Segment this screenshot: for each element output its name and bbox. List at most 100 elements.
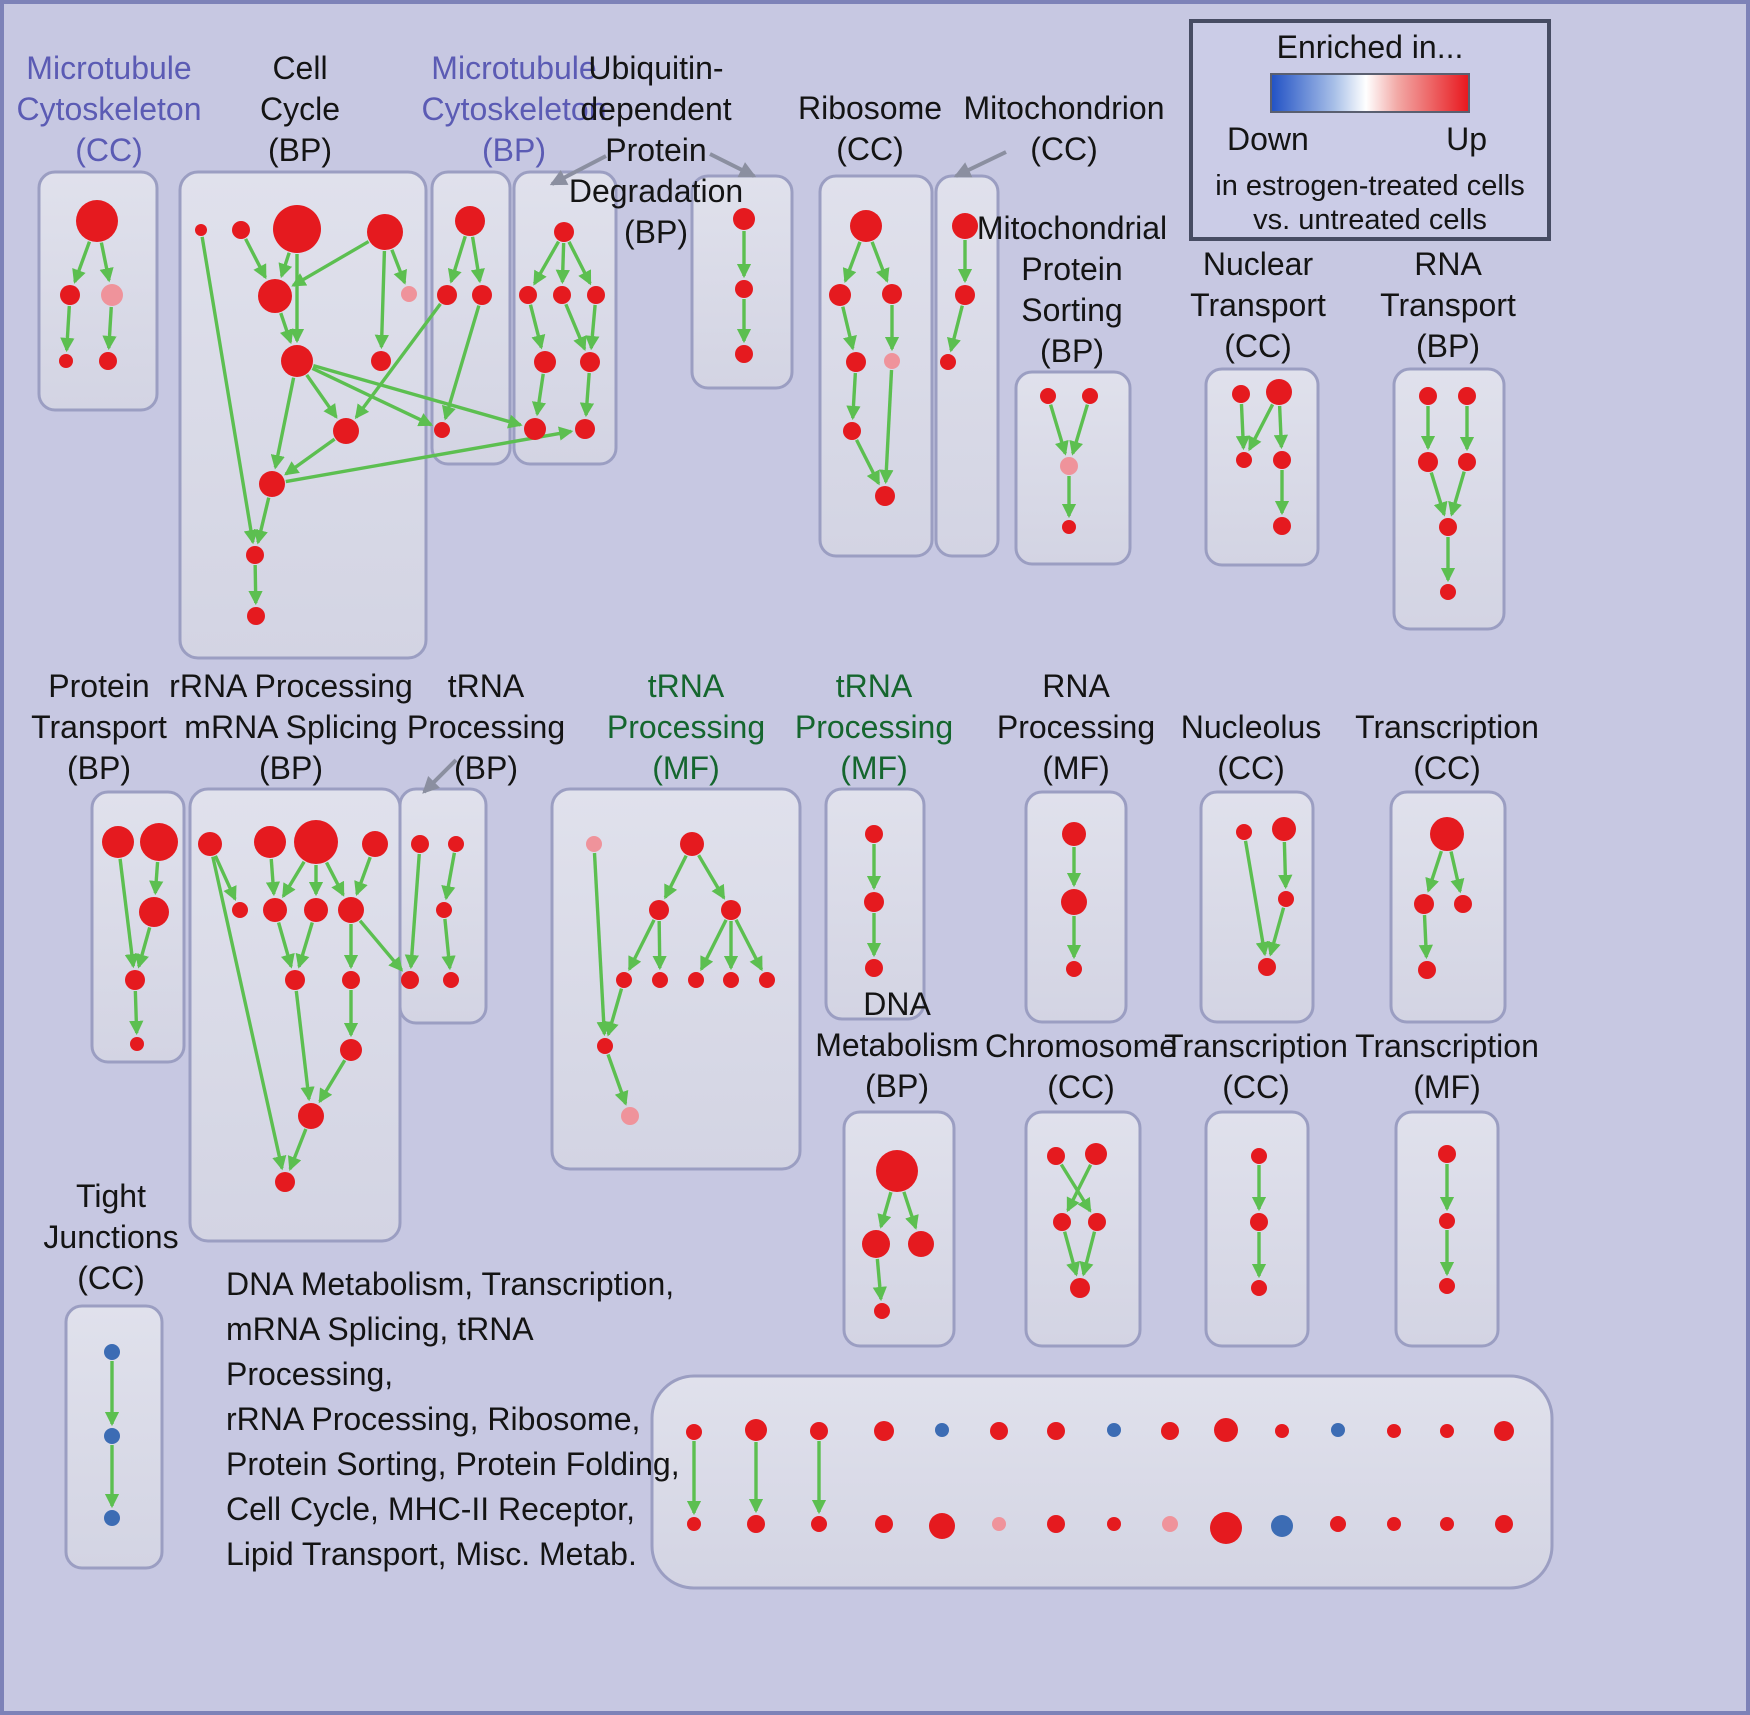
edge-arrow	[585, 304, 600, 351]
edge-arrow	[358, 919, 404, 972]
edge-arrow	[248, 564, 263, 606]
go-term-node	[273, 205, 321, 253]
go-term-node	[472, 285, 492, 305]
edge-arrow	[149, 861, 164, 896]
go-term-node	[1060, 457, 1078, 475]
cluster-label-cell-cycle: Cell Cycle (BP)	[259, 50, 340, 168]
edge-arrow	[294, 990, 315, 1102]
cluster-label-dna-metabolism: DNA Metabolism (BP)	[815, 986, 979, 1104]
edge-arrow	[374, 250, 389, 350]
edge-arrow	[270, 377, 296, 470]
edge-arrow	[253, 497, 271, 545]
edge-arrow	[841, 306, 857, 351]
edge-arrow	[265, 858, 281, 897]
cluster-label-rna-transport: RNA Transport (BP)	[1380, 246, 1516, 364]
go-term-node	[401, 286, 417, 302]
go-term-node	[1273, 517, 1291, 535]
mixed-terms-list: DNA Metabolism, Transcription, mRNA Spli…	[226, 1266, 680, 1572]
legend-subtitle-line1: in estrogen-treated cells	[1215, 170, 1525, 202]
edge-arrow	[442, 305, 481, 421]
go-term-node	[1047, 1422, 1065, 1440]
go-term-node	[940, 354, 956, 370]
go-term-node	[1236, 452, 1252, 468]
go-term-node	[1440, 584, 1456, 600]
go-term-node	[519, 286, 537, 304]
go-term-node	[247, 607, 265, 625]
go-term-node	[1161, 1422, 1179, 1440]
go-term-node	[554, 222, 574, 242]
go-term-node	[1085, 1143, 1107, 1165]
cluster-label-chromosome: Chromosome (CC)	[984, 1028, 1178, 1105]
go-term-node	[76, 200, 118, 242]
edge-arrow	[287, 1128, 308, 1171]
go-term-node	[436, 902, 452, 918]
edge-arrow	[1448, 471, 1466, 517]
go-term-node	[1251, 1280, 1267, 1296]
edge-arrow	[842, 241, 862, 283]
edge-arrow	[281, 860, 306, 899]
go-term-node	[850, 210, 882, 242]
edge-arrow	[318, 1059, 347, 1104]
go-term-node	[580, 352, 600, 372]
go-term-node	[434, 422, 450, 438]
go-term-node	[1232, 385, 1250, 403]
go-term-node	[1387, 1517, 1401, 1531]
go-term-node	[298, 1103, 324, 1129]
edge-arrow	[606, 1053, 629, 1106]
go-term-node	[747, 1515, 765, 1533]
cluster-label-transcription-cc-2: Transcription (CC)	[1164, 1028, 1348, 1105]
go-term-node	[371, 351, 391, 371]
go-term-node	[104, 1510, 120, 1526]
go-term-node	[1214, 1418, 1238, 1442]
chromosome-box	[1024, 1110, 1142, 1348]
go-term-node	[843, 422, 861, 440]
edge-arrow	[295, 921, 314, 969]
rna-transport-box	[1392, 367, 1506, 631]
go-term-node	[1273, 451, 1291, 469]
go-term-node	[735, 345, 753, 363]
go-term-node	[1250, 1213, 1268, 1231]
go-term-node	[294, 820, 338, 864]
mixed-terms-strip-box	[650, 1374, 1554, 1590]
cluster-label-microtubule-cytoskeleton-bp: Microtubule Cytoskeleton (BP)	[421, 50, 607, 168]
cluster-label-tight-junctions: Tight Junctions (CC)	[43, 1178, 179, 1296]
go-term-node	[1258, 958, 1276, 976]
edge-arrow	[1429, 472, 1448, 517]
go-term-node	[955, 285, 975, 305]
edge-arrow	[60, 305, 75, 353]
cluster-label-ribosome: Ribosome (CC)	[797, 90, 943, 167]
go-term-node	[139, 897, 169, 927]
edge-arrow	[734, 919, 764, 972]
edge-arrow	[1079, 1231, 1097, 1277]
edge-arrow	[312, 364, 523, 429]
go-term-node	[680, 832, 704, 856]
go-term-node	[455, 206, 485, 236]
edge-arrow	[1235, 403, 1251, 451]
legend-gradient-bar	[1270, 73, 1470, 113]
edge-arrow	[947, 305, 964, 353]
go-term-node	[621, 1107, 639, 1125]
go-term-node	[437, 285, 457, 305]
go-term-node	[1387, 1424, 1401, 1438]
go-term-node	[810, 1422, 828, 1440]
go-term-node	[401, 971, 419, 989]
cluster-label-trna-processing-mf-small: tRNA Processing (MF)	[794, 668, 954, 786]
go-term-node	[1061, 889, 1087, 915]
go-term-node	[1251, 1148, 1267, 1164]
rrna-processing-box	[188, 787, 402, 1243]
go-term-node	[990, 1422, 1008, 1440]
label-pointer-arrow	[422, 758, 458, 794]
go-term-node	[246, 546, 264, 564]
go-term-node	[1047, 1147, 1065, 1165]
go-term-node	[992, 1517, 1006, 1531]
go-term-node	[553, 286, 571, 304]
edge-arrow	[877, 1191, 893, 1229]
go-term-node	[829, 284, 851, 306]
go-term-node	[1439, 1213, 1455, 1229]
edge-arrow	[211, 856, 287, 1171]
go-term-node	[874, 1421, 894, 1441]
go-term-node	[1440, 1424, 1454, 1438]
go-term-node	[340, 1039, 362, 1061]
edge-arrow	[697, 854, 726, 900]
go-term-node	[929, 1513, 955, 1539]
